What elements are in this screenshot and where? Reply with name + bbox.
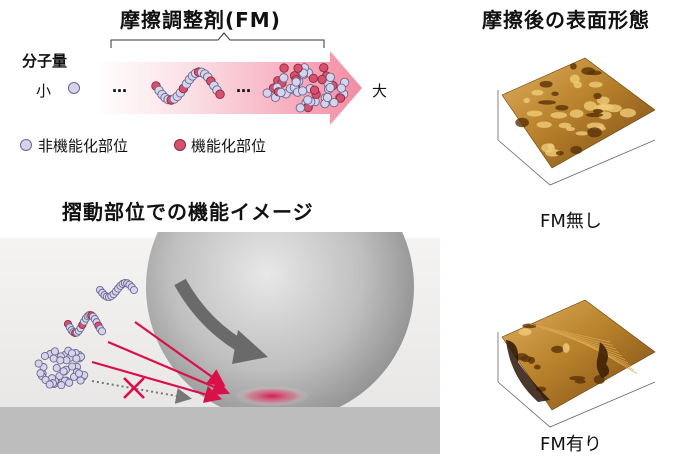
large-molecule [262, 63, 350, 113]
nonfunctional-bead [325, 72, 336, 82]
legend-nonfunctional-dot [20, 139, 32, 151]
molecular-weight-label: 分子量 [22, 52, 68, 70]
nonfunctional-bead [329, 97, 339, 108]
nonfunctional-bead [325, 82, 335, 93]
nonfunctional-bead [65, 378, 74, 387]
nonfunctional-bead [59, 367, 68, 376]
nonfunctional-bead [52, 364, 61, 373]
surface-morphology-title: 摩擦後の表面形態 [482, 8, 650, 32]
afm-surface-with-fm [497, 299, 656, 428]
caption-with-fm: FM有り [540, 434, 602, 455]
nonfunctional-bead [291, 77, 301, 87]
ellipsis-1: … [112, 78, 127, 96]
nonfunctional-bead [74, 369, 84, 378]
nonfunctional-bead [279, 73, 289, 83]
afm-surface-no-fm [497, 57, 656, 186]
functional-bead [308, 73, 319, 84]
large-label: 大 [372, 82, 388, 100]
function-image-title: 摺動部位での機能イメージ [62, 200, 314, 224]
functional-bead [279, 63, 289, 73]
functional-bead [293, 63, 303, 73]
nonfunctional-bead [56, 356, 65, 365]
nonfunctional-bead [67, 349, 77, 358]
fm-title: 摩擦調整剤(FM) [120, 8, 281, 32]
caption-no-fm: FM無し [540, 211, 602, 232]
legend-nonfunctional-label: 非機能化部位 [38, 137, 129, 155]
sliding-contact-illustration [0, 232, 440, 454]
nonfunctional-bead [50, 347, 59, 356]
small-molecule [68, 82, 80, 94]
nonfunctional-bead [34, 359, 43, 368]
nonfunctional-bead [76, 376, 85, 385]
nonfunctional-bead [72, 354, 81, 363]
nonfunctional-bead [36, 369, 45, 378]
nonfunctional-bead [97, 327, 107, 336]
nonfunctional-bead [45, 380, 54, 389]
functional-bead [335, 93, 346, 103]
nonfunctional-bead [49, 354, 58, 363]
functional-bead [215, 89, 225, 99]
nonfunctional-bead [295, 103, 305, 113]
nonfunctional-bead [57, 381, 66, 390]
medium-molecule [151, 67, 225, 105]
small-label: 小 [36, 82, 52, 100]
nonfunctional-bead [322, 92, 333, 103]
nonfunctional-bead [129, 285, 139, 295]
functional-bead [317, 74, 327, 85]
nonfunctional-bead [40, 352, 49, 361]
ellipsis-2: … [236, 78, 251, 96]
nonfunctional-bead [276, 87, 286, 98]
nonfunctional-bead [303, 95, 313, 105]
functional-bead [309, 85, 320, 95]
legend-functional-label: 機能化部位 [191, 137, 267, 155]
functional-bead [319, 63, 329, 73]
contact-glow [234, 386, 310, 406]
legend-functional-dot [174, 139, 186, 151]
nonfunctional-bead [297, 86, 308, 96]
fm-title-bracket [110, 32, 325, 48]
nonfunctional-bead [68, 362, 77, 371]
nonfunctional-bead [262, 88, 272, 98]
nonfunctional-bead [336, 83, 347, 93]
floor [0, 407, 440, 454]
